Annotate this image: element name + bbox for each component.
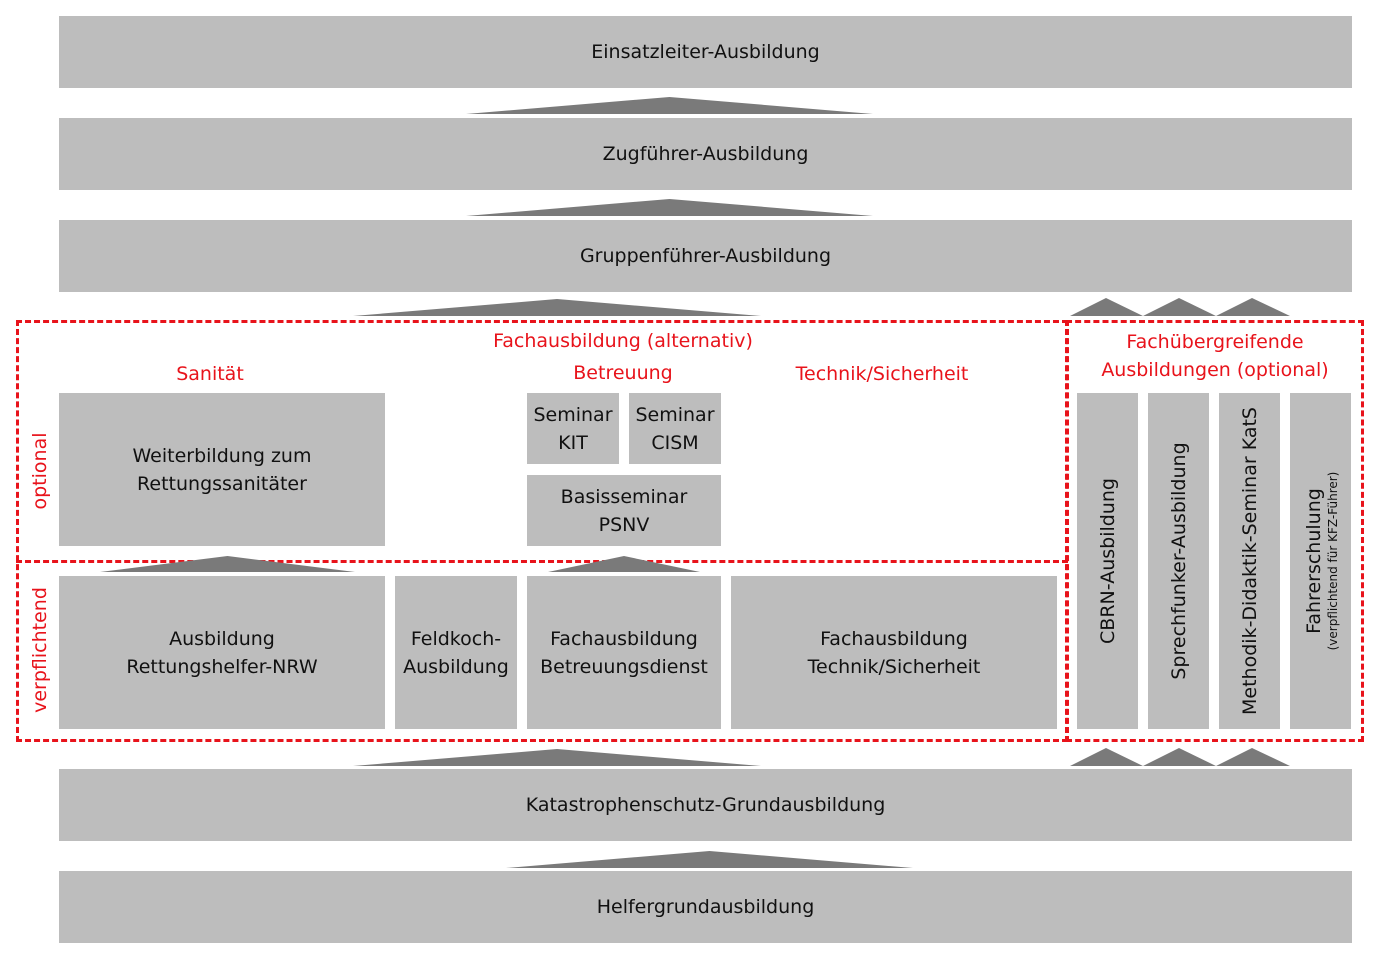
gruppenfuehrer-box: Gruppenführer-Ausbildung [59,220,1352,292]
technik-line1: Fachausbildung [820,627,968,650]
rettungshelfer-box: Ausbildung Rettungshelfer-NRW [59,576,385,729]
category-sanitaet: Sanität [176,363,244,385]
side-label-verpflichtend: verpflichtend [29,587,51,713]
arrow-up-icons-bottom [1070,748,1290,766]
arrow-up-icon [506,851,913,868]
feldkoch-box: Feldkoch- Ausbildung [395,576,517,729]
betreuungsdienst-line2: Betreuungsdienst [540,655,708,678]
arrow-up-icon [1216,748,1290,766]
rettungshelfer-line2: Rettungshelfer-NRW [126,655,318,678]
optional-mandatory-divider [16,560,1068,563]
katastrophenschutz-box: Katastrophenschutz-Grundausbildung [59,769,1352,841]
arrow-up-icon [1143,748,1216,766]
arrow-up-icon [353,749,761,766]
seminar-kit-line1: Seminar [533,403,613,426]
arrow-up-icon [466,97,873,114]
seminar-kit-line2: KIT [558,431,588,454]
fachuebergreifend-title: Fachübergreifende Ausbildungen (optional… [1070,328,1360,384]
seminar-cism-line1: Seminar [635,403,715,426]
rettungshelfer-line1: Ausbildung [169,627,275,650]
einsatzleiter-box: Einsatzleiter-Ausbildung [59,16,1352,88]
helfergrund-label: Helfergrundausbildung [596,896,815,918]
basisseminar-line2: PSNV [598,513,650,536]
seminar-cism-box: Seminar CISM [629,393,721,464]
gruppenfuehrer-label: Gruppenführer-Ausbildung [579,245,832,267]
cbrn-box: CBRN-Ausbildung [1077,393,1138,729]
technik-sicherheit-box: Fachausbildung Technik/Sicherheit [731,576,1057,729]
seminar-cism-line2: CISM [651,431,699,454]
category-technik: Technik/Sicherheit [795,363,969,385]
betreuungsdienst-line1: Fachausbildung [550,627,698,650]
fachuebergreifend-title-line1: Fachübergreifende [1126,331,1304,353]
betreuungsdienst-box: Fachausbildung Betreuungsdienst [527,576,721,729]
arrow-up-icon [466,199,873,216]
sprechfunker-box: Sprechfunker-Ausbildung [1148,393,1209,729]
seminar-kit-box: Seminar KIT [527,393,619,464]
fahrerschulung-note: (verpflichtend für KFZ-Führer) [1325,471,1340,651]
basisseminar-line1: Basisseminar [560,485,688,508]
cbrn-label: CBRN-Ausbildung [1096,478,1119,644]
zugfuehrer-label: Zugführer-Ausbildung [602,143,809,165]
weiterbildung-rettungssanitaeter-box: Weiterbildung zum Rettungssanitäter [59,393,385,546]
fachuebergreifend-frame [1066,320,1364,742]
feldkoch-line1: Feldkoch- [410,627,502,650]
basisseminar-psnv-box: Basisseminar PSNV [527,475,721,546]
fachuebergreifend-title-line2: Ausbildungen (optional) [1101,359,1329,381]
arrow-up-icon [1143,298,1216,316]
arrow-up-icons-top [1070,298,1290,316]
weiterbildung-line1: Weiterbildung zum [132,444,312,467]
feldkoch-line2: Ausbildung [403,655,509,678]
fahrerschulung-label: Fahrerschulung (verpflichtend für KFZ-Fü… [1302,472,1340,651]
methodik-label: Methodik-Didaktik-Seminar KatS [1238,407,1261,715]
arrow-up-icon [1070,298,1143,316]
sprechfunker-label: Sprechfunker-Ausbildung [1167,442,1190,680]
methodik-box: Methodik-Didaktik-Seminar KatS [1219,393,1280,729]
arrow-up-icon [353,299,761,316]
technik-line2: Technik/Sicherheit [807,655,981,678]
einsatzleiter-label: Einsatzleiter-Ausbildung [591,41,820,63]
arrow-up-icon [1070,748,1143,766]
weiterbildung-line2: Rettungssanitäter [137,472,307,495]
fahrerschulung-title: Fahrerschulung [1302,488,1325,634]
fachausbildung-title: Fachausbildung (alternativ) [493,330,753,352]
arrow-up-icon [1216,298,1290,316]
category-betreuung: Betreuung [573,362,673,384]
helfergrund-box: Helfergrundausbildung [59,871,1352,943]
zugfuehrer-box: Zugführer-Ausbildung [59,118,1352,190]
side-label-optional: optional [29,432,51,510]
fahrerschulung-box: Fahrerschulung (verpflichtend für KFZ-Fü… [1290,393,1351,729]
katastrophenschutz-label: Katastrophenschutz-Grundausbildung [525,794,886,816]
